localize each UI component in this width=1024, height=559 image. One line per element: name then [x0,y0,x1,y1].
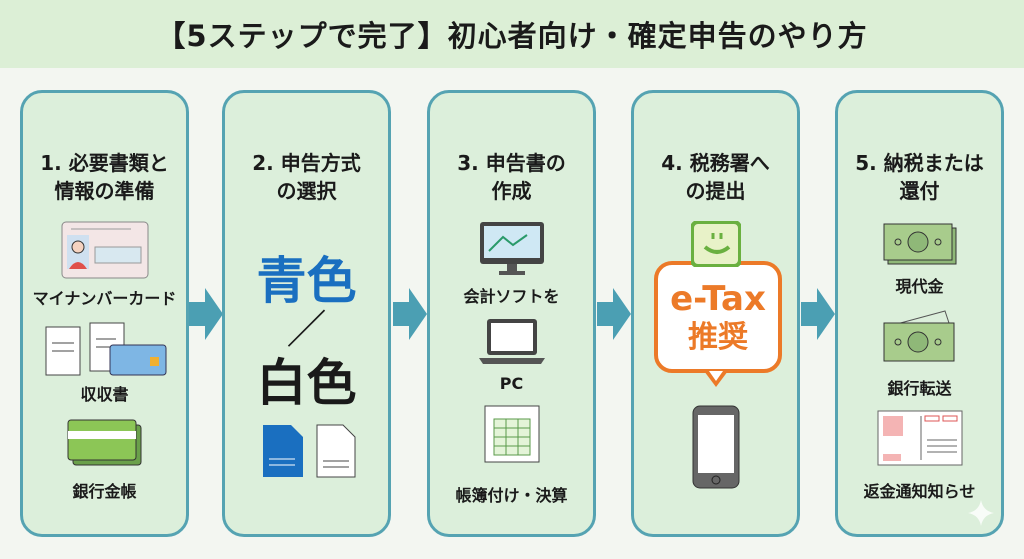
arrow-right-icon [801,288,835,340]
receipt-icon [45,322,166,376]
step-title: 1. 必要書類と情報の準備 [40,151,169,203]
page-title: 【5ステップで完了】初心者向け・確定申告のやり方 [156,19,868,53]
item-label: 銀行転送 [887,379,952,398]
bubble-tail [703,371,728,387]
my-number-card-icon [61,221,148,279]
arrow-right-icon [189,288,223,340]
bank-passbook-icon [67,419,141,466]
smartphone-icon [692,405,739,489]
document-icons [262,424,355,478]
item-label: 返金通知知らせ [863,482,976,501]
slash: ／ [286,307,327,353]
etax-logo-icon [690,221,741,267]
item-label: 現代金 [895,277,944,296]
sparkle-icon [968,500,994,526]
laptop-icon [478,319,545,364]
cash-icon [883,223,956,265]
white-return-label: 白色 [256,354,357,412]
step-title: 4. 税務署への提出 [661,151,770,203]
step-1-card: 1. 必要書類と情報の準備 マイナンバーカード 収収書 銀行金帳 [20,90,189,537]
step-title: 3. 申告書の作成 [457,151,566,203]
arrow-right-icon [393,288,427,340]
item-label: 会計ソフトを [463,287,560,306]
item-label: 帳簿付け・決算 [455,486,568,505]
item-label: 収収書 [80,385,129,404]
step-3-card: 3. 申告書の作成 会計ソフトを PC 帳簿付け・決算 [427,90,596,537]
step-2-card: 2. 申告方式の選択 青色 ／ 白色 [222,90,391,537]
blue-return-label: 青色 [256,252,357,310]
step-title: 2. 申告方式の選択 [252,151,361,203]
ledger-icon [484,405,539,463]
arrow-right-icon [597,288,631,340]
step-5-card: 5. 納税または還付 現代金 銀行転送 返金通知知らせ [835,90,1004,537]
item-label: 銀行金帳 [72,482,137,501]
monitor-icon [479,222,544,275]
item-label: マイナンバーカード [32,289,177,308]
title-band: 【5ステップで完了】初心者向け・確定申告のやり方 [0,0,1024,68]
step-title: 5. 納税または還付 [855,151,984,203]
bank-transfer-money-icon [883,310,954,362]
postcard-icon [877,410,962,466]
item-label: PC [499,374,524,393]
